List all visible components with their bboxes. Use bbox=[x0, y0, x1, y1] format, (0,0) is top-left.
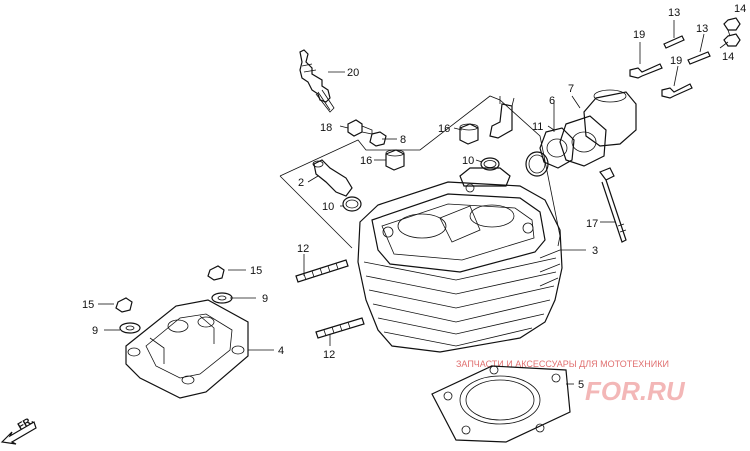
o-ring-10b bbox=[480, 157, 500, 171]
bolt-19a bbox=[629, 63, 663, 79]
leader-lines bbox=[98, 20, 731, 385]
cylinder-head bbox=[279, 95, 563, 353]
callout-12-lower: 12 bbox=[323, 349, 335, 361]
stud-13b bbox=[687, 51, 711, 65]
nut-15a bbox=[207, 265, 225, 281]
callout-11: 11 bbox=[532, 121, 543, 133]
nut-14a bbox=[723, 17, 741, 31]
bolt-17 bbox=[599, 167, 627, 243]
callout-12-upper: 12 bbox=[297, 243, 309, 255]
dowel-pin-16b bbox=[385, 149, 405, 171]
callout-13-lower: 13 bbox=[696, 23, 708, 35]
callout-9-upper: 9 bbox=[262, 293, 268, 305]
camshaft-holder-4 bbox=[125, 299, 249, 399]
callout-10-right: 10 bbox=[462, 155, 474, 167]
callout-20: 20 bbox=[347, 67, 359, 79]
callout-14-lower: 14 bbox=[722, 51, 734, 63]
callout-16-lower: 16 bbox=[360, 155, 372, 167]
watermark-caption: ЗАПЧАСТИ И АКСЕССУАРЫ ДЛЯ МОТОТЕХНИКИ bbox=[456, 359, 669, 369]
callout-13-upper: 13 bbox=[668, 7, 680, 19]
callout-9-lower: 9 bbox=[92, 325, 98, 337]
callout-6: 6 bbox=[549, 95, 555, 107]
head-gasket-5 bbox=[431, 365, 571, 443]
nut-15b bbox=[115, 297, 133, 313]
callout-4: 4 bbox=[278, 345, 284, 357]
nut-14b bbox=[723, 33, 741, 47]
callout-10-left: 10 bbox=[322, 201, 334, 213]
callout-7: 7 bbox=[568, 83, 574, 95]
spark-plug bbox=[299, 49, 335, 113]
watermark-logo: FOR.RU bbox=[585, 376, 686, 406]
stud-12a bbox=[295, 259, 349, 283]
callout-16-upper: 16 bbox=[438, 123, 450, 135]
callout-14-upper: 14 bbox=[734, 3, 746, 15]
bolt-18 bbox=[347, 119, 373, 137]
callout-15-lower: 15 bbox=[82, 299, 94, 311]
thermostat-housing-7 bbox=[559, 89, 637, 167]
stud-13a bbox=[663, 35, 685, 49]
callout-15-upper: 15 bbox=[250, 265, 262, 277]
nut-8 bbox=[369, 131, 387, 147]
callout-19-upper: 19 bbox=[633, 29, 645, 41]
callout-2: 2 bbox=[298, 177, 304, 189]
coolant-pipe bbox=[489, 96, 515, 139]
gasket-6 bbox=[539, 127, 575, 169]
o-ring-11 bbox=[525, 151, 549, 177]
washer-9b bbox=[119, 322, 141, 334]
stud-12b bbox=[315, 317, 365, 339]
callout-5: 5 bbox=[578, 379, 584, 391]
bolt-19b bbox=[661, 83, 693, 99]
washer-9a bbox=[211, 292, 233, 304]
callout-19-lower: 19 bbox=[670, 55, 682, 67]
watermark: ЗАПЧАСТИ И АКСЕССУАРЫ ДЛЯ МОТОТЕХНИКИ FO… bbox=[456, 359, 686, 406]
callout-8: 8 bbox=[400, 134, 406, 146]
o-ring-10a bbox=[342, 196, 362, 212]
callout-3: 3 bbox=[592, 245, 598, 257]
pipe-2 bbox=[312, 159, 353, 197]
callout-18: 18 bbox=[320, 122, 332, 134]
front-direction-arrow: FR. bbox=[0, 415, 37, 445]
dowel-pin-16a bbox=[459, 123, 479, 145]
callout-labels: 20 18 8 16 16 2 10 10 11 6 7 13 13 14 14… bbox=[82, 3, 746, 391]
callout-17: 17 bbox=[586, 218, 598, 230]
